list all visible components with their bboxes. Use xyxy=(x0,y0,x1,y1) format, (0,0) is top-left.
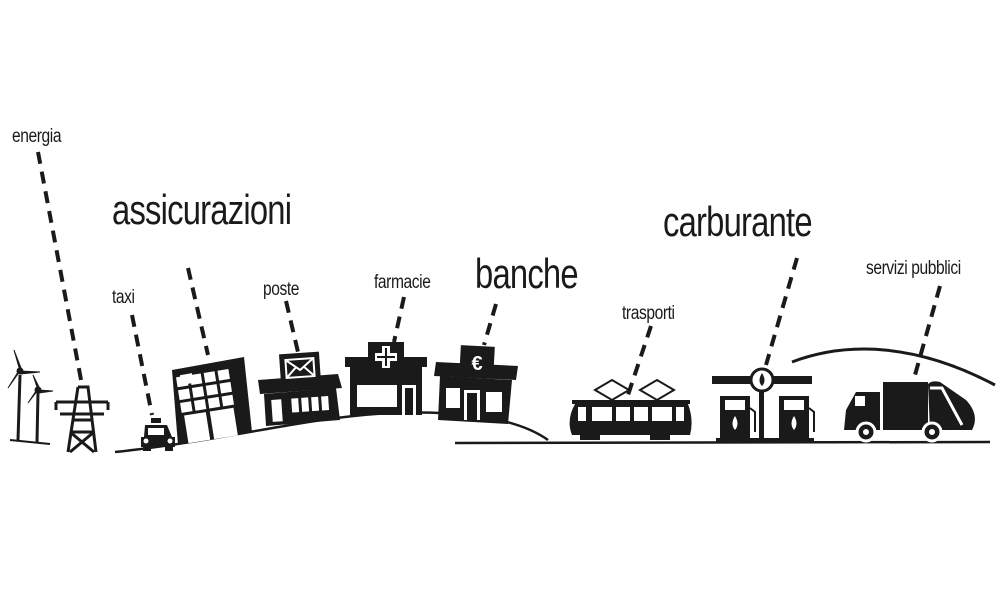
label-banche: banche xyxy=(475,250,579,297)
label-poste: poste xyxy=(263,279,300,300)
tram-icon xyxy=(569,378,692,440)
euro-symbol: € xyxy=(471,353,482,375)
label-taxi: taxi xyxy=(112,287,135,308)
label-carburante: carburante xyxy=(663,198,813,245)
label-trasporti: trasporti xyxy=(622,303,675,324)
office-building-icon xyxy=(172,357,252,445)
power-pylon-icon xyxy=(54,385,110,454)
post-office-icon xyxy=(258,351,342,426)
label-servizi-pubblici: servizi pubblici xyxy=(866,258,961,279)
wind-turbine-icon xyxy=(7,349,54,443)
label-farmacie: farmacie xyxy=(374,272,431,293)
leader-lines xyxy=(36,151,942,416)
gas-station-icon xyxy=(712,367,815,442)
label-energia: energia xyxy=(12,126,62,147)
pharmacy-icon xyxy=(345,342,427,415)
taxi-icon xyxy=(141,418,175,451)
bank-icon: € xyxy=(434,345,518,424)
garbage-truck-icon xyxy=(844,381,975,443)
label-assicurazioni: assicurazioni xyxy=(112,186,292,233)
